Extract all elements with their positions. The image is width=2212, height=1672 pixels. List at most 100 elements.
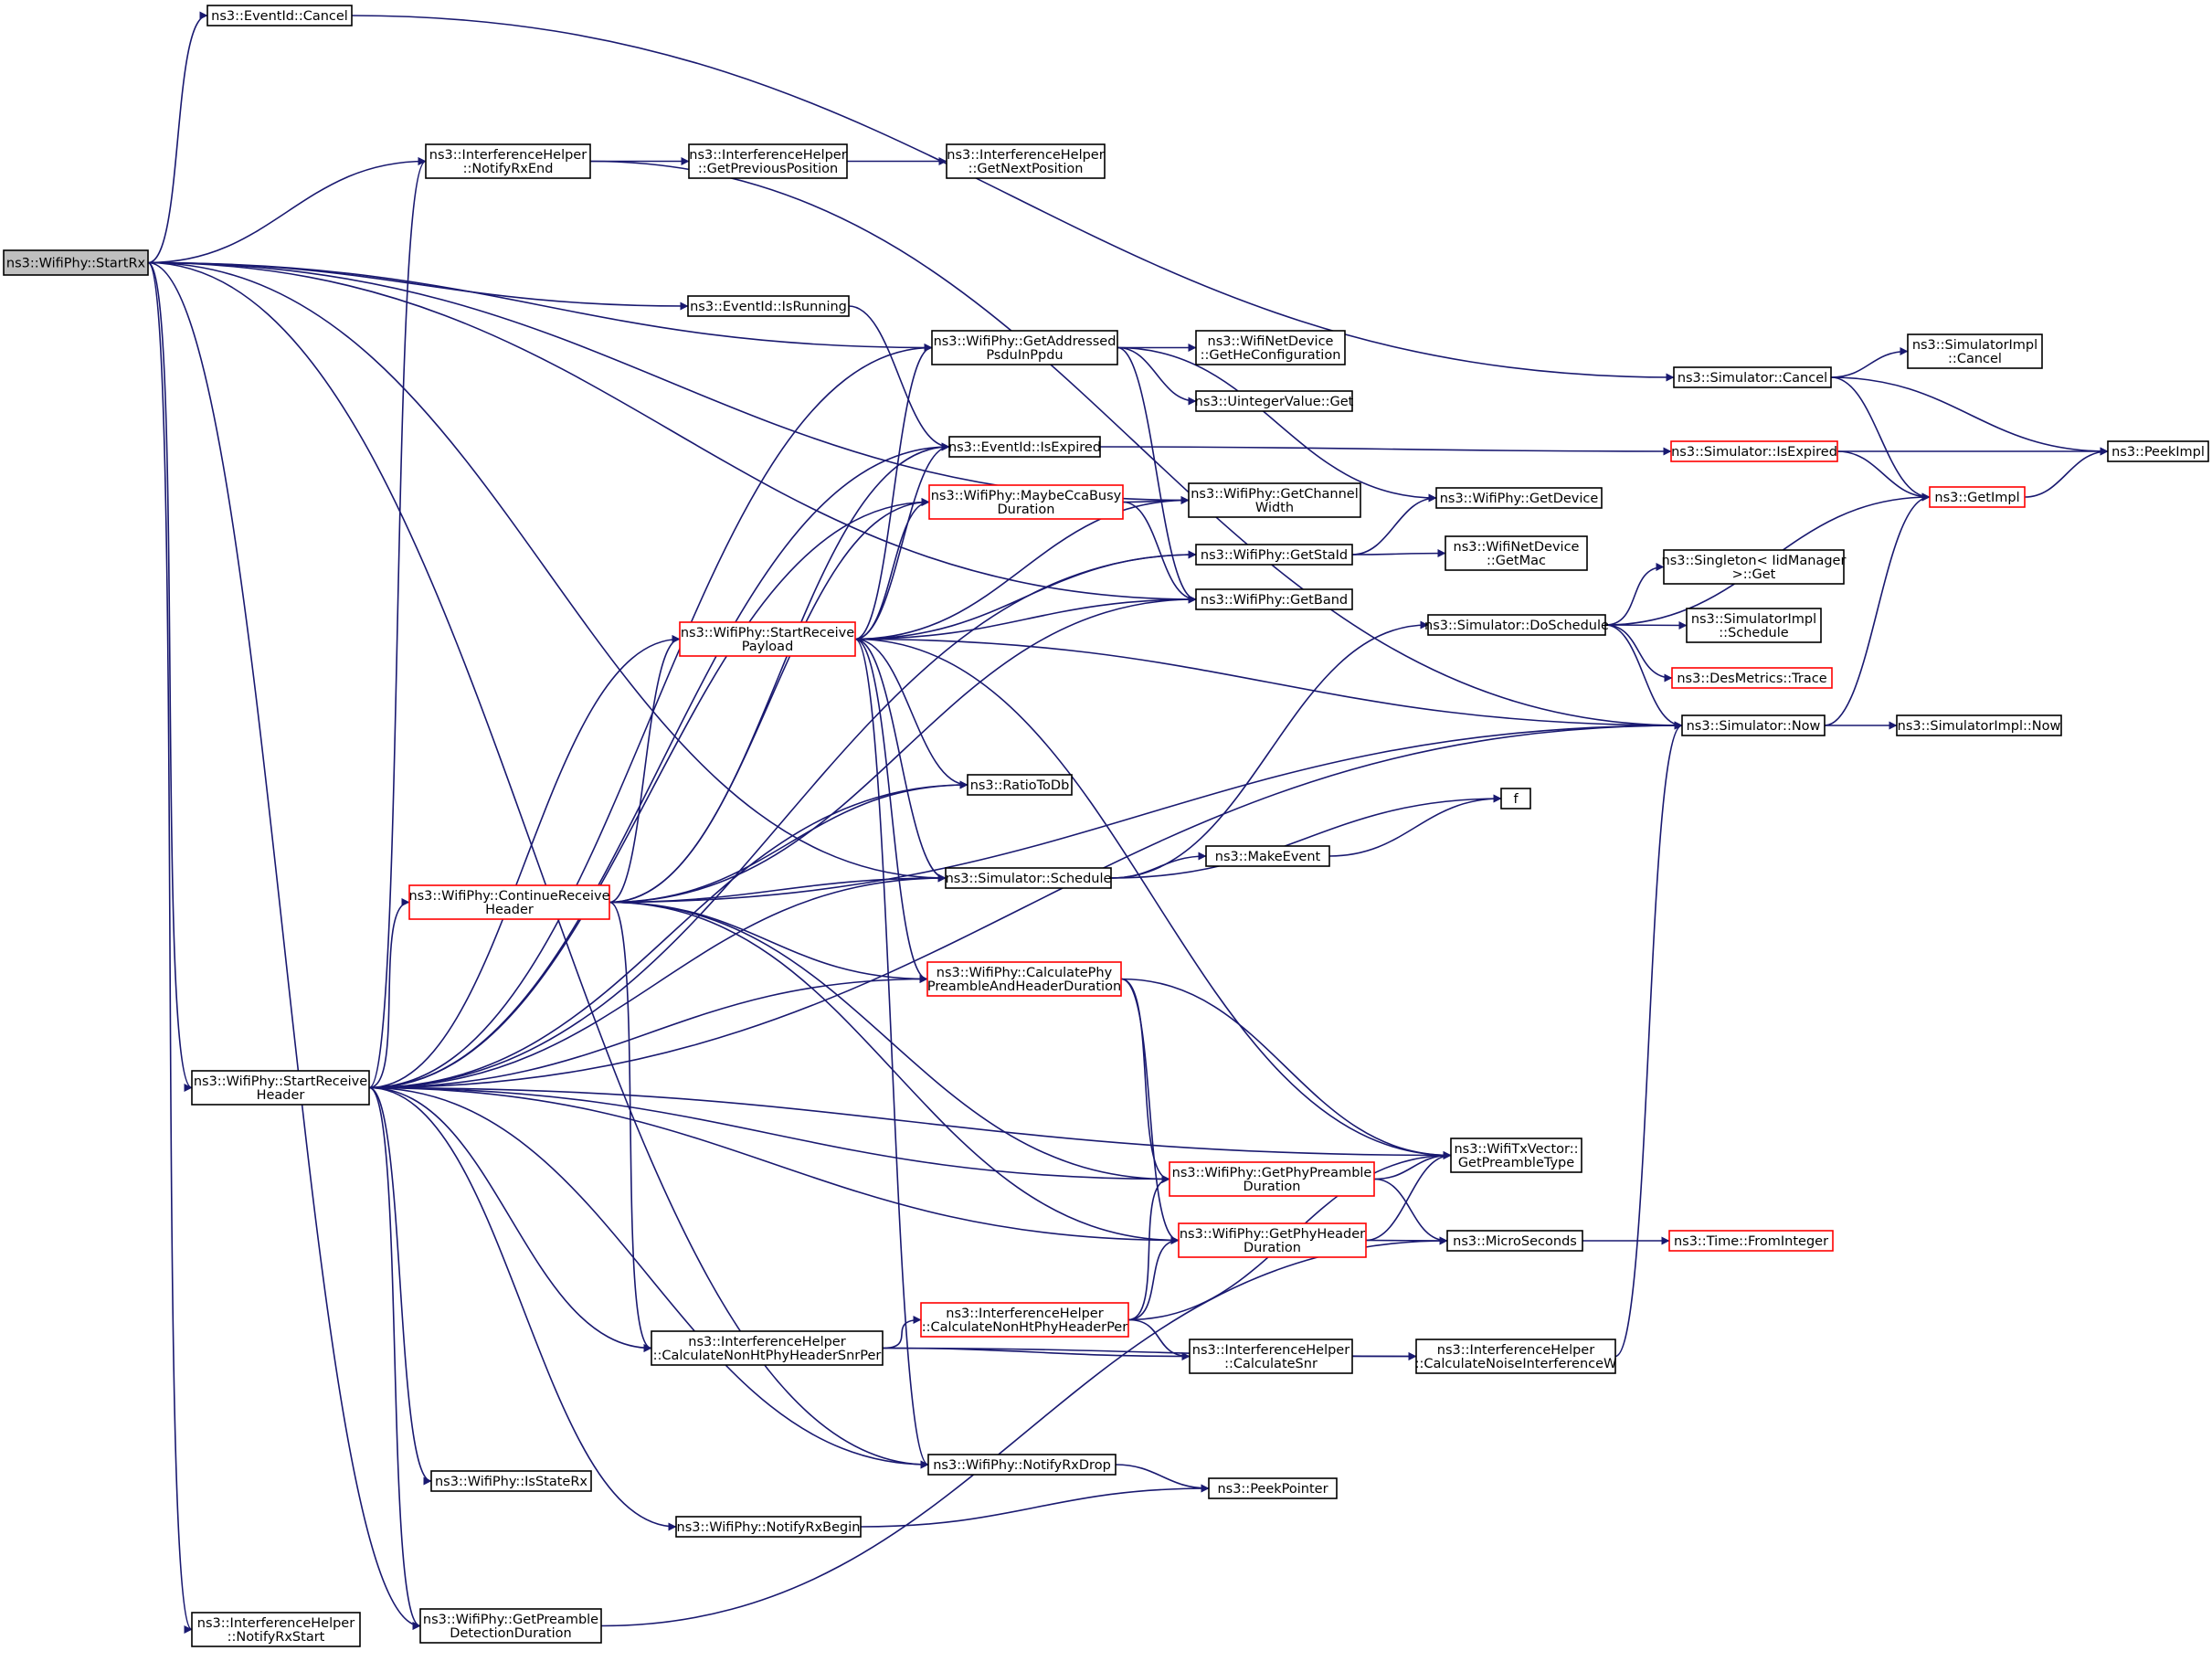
edge-getstaid-to-getmac: [1351, 549, 1446, 558]
node-simschedule[interactable]: ns3::Simulator::Schedule: [945, 867, 1112, 889]
node-getimpl[interactable]: ns3::GetImpl: [1929, 486, 2026, 508]
edge-startrx-to-notifyrxdrop: [147, 261, 929, 1469]
node-peekimpl[interactable]: ns3::PeekImpl: [2107, 440, 2209, 462]
edge-startrecvheader-to-isexpired: [368, 442, 950, 1089]
edge-startrx-to-notifyrxstart: [147, 261, 193, 1634]
node-box-getdevice: [1435, 487, 1603, 509]
node-box-evcancel: [206, 5, 353, 26]
node-box-f: [1500, 788, 1531, 810]
node-label-getpreambletype-0: ns3::WifiTxVector::: [1454, 1142, 1578, 1157]
node-getprevpos[interactable]: ns3::InterferenceHelper::GetPreviousPosi…: [688, 143, 848, 179]
node-label-getpreambletype-1: GetPreambleType: [1458, 1156, 1574, 1170]
node-calcnonhtper[interactable]: ns3::InterferenceHelper::CalculateNonHtP…: [920, 1302, 1129, 1338]
edge-simcancel-to-simimplcancel: [1830, 347, 1909, 378]
node-label-isexpired-0: ns3::EventId::IsExpired: [948, 440, 1101, 455]
node-label-getband-0: ns3::WifiPhy::GetBand: [1201, 593, 1348, 608]
node-box-uintget: [1195, 390, 1353, 412]
node-getdevice[interactable]: ns3::WifiPhy::GetDevice: [1435, 487, 1603, 509]
node-box-simimplcancel: [1907, 333, 2043, 369]
node-getpreambletype[interactable]: ns3::WifiTxVector::GetPreambleType: [1450, 1138, 1582, 1173]
edge-startrecvheader-to-ratiotodb: [368, 780, 968, 1089]
node-label-gethecfg-1: ::GetHeConfiguration: [1201, 348, 1341, 363]
edge-startrx-to-getband: [147, 261, 1197, 604]
node-simimplnow[interactable]: ns3::SimulatorImpl::Now: [1896, 714, 2062, 736]
edge-doschedule-to-desmetrics: [1604, 624, 1673, 683]
node-box-getaddressed: [931, 330, 1118, 365]
edge-contrecvheader-to-ratiotodb: [609, 780, 968, 904]
edge-startrecvpayload-to-getaddressed: [854, 344, 933, 640]
node-notifyrxend[interactable]: ns3::InterferenceHelper::NotifyRxEnd: [425, 143, 591, 179]
node-notifyrxdrop[interactable]: ns3::WifiPhy::NotifyRxDrop: [927, 1454, 1117, 1476]
node-f[interactable]: f: [1500, 788, 1531, 810]
edge-simnow-to-getimpl: [1824, 492, 1931, 726]
edge-contrecvheader-to-getband: [609, 595, 1197, 904]
node-doschedule[interactable]: ns3::Simulator::DoSchedule: [1424, 614, 1609, 636]
node-label-makeevent-0: ns3::MakeEvent: [1215, 850, 1321, 864]
edge-startrecvheader-to-getpreambledet: [368, 1086, 421, 1630]
edge-startrecvpayload-to-ratiotodb: [854, 638, 968, 789]
node-simimplcancel[interactable]: ns3::SimulatorImpl::Cancel: [1907, 333, 2043, 369]
node-getband[interactable]: ns3::WifiPhy::GetBand: [1195, 588, 1353, 610]
node-isexpired[interactable]: ns3::EventId::IsExpired: [948, 436, 1101, 458]
edge-getimpl-to-peekimpl: [2024, 447, 2109, 498]
node-calcsnr[interactable]: ns3::InterferenceHelper::CalculateSnr: [1189, 1339, 1353, 1374]
node-label-calcnonhtsnrper-1: ::CalculateNonHtPhyHeaderSnrPer: [653, 1349, 882, 1363]
node-singletonget[interactable]: ns3::Singleton< IidManager >::Get: [1662, 549, 1847, 585]
node-desmetrics[interactable]: ns3::DesMetrics::Trace: [1671, 667, 1833, 689]
node-isstaterx[interactable]: ns3::WifiPhy::IsStateRx: [430, 1470, 592, 1492]
node-box-simimplschedule: [1686, 608, 1822, 643]
node-calcnonhtsnrper[interactable]: ns3::InterferenceHelper::CalculateNonHtP…: [651, 1330, 884, 1366]
node-microseconds[interactable]: ns3::MicroSeconds: [1446, 1230, 1583, 1252]
node-getmac[interactable]: ns3::WifiNetDevice::GetMac: [1445, 535, 1588, 571]
edge-doschedule-to-singletonget: [1604, 563, 1665, 626]
node-ratiotodb[interactable]: ns3::RatioToDb: [967, 774, 1073, 796]
nodes-layer: ns3::WifiPhy::StartRx ns3::EventId::Cance…: [3, 5, 2209, 1647]
node-label-getstaid-0: ns3::WifiPhy::GetStaId: [1201, 548, 1348, 563]
node-label-contrecvheader-0: ns3::WifiPhy::ContinueReceive: [408, 889, 609, 904]
node-label-maybecca-1: Duration: [998, 503, 1055, 517]
node-label-getnextpos-1: ::GetNextPosition: [968, 162, 1084, 176]
node-calcnoise[interactable]: ns3::InterferenceHelper::CalculateNoiseI…: [1415, 1339, 1617, 1374]
node-gethecfg[interactable]: ns3::WifiNetDevice::GetHeConfiguration: [1195, 330, 1346, 365]
node-getpreambledet[interactable]: ns3::WifiPhy::GetPreambleDetectionDurati…: [419, 1608, 602, 1644]
node-makeevent[interactable]: ns3::MakeEvent: [1205, 845, 1330, 867]
node-box-microseconds: [1446, 1230, 1583, 1252]
node-box-simcancel: [1673, 366, 1832, 388]
node-getnextpos[interactable]: ns3::InterferenceHelper::GetNextPosition: [946, 143, 1106, 179]
node-label-notifyrxstart-0: ns3::InterferenceHelper: [197, 1616, 355, 1631]
edge-startrecvheader-to-getpreambletype: [368, 1086, 1452, 1159]
node-label-calcphypreamble-1: PreambleAndHeaderDuration: [927, 979, 1121, 994]
node-label-maybecca-0: ns3::WifiPhy::MaybeCcaBusy: [931, 489, 1122, 503]
node-box-ratiotodb: [967, 774, 1073, 796]
node-box-makeevent: [1205, 845, 1330, 867]
node-label-getprevpos-1: ::GetPreviousPosition: [698, 162, 838, 176]
node-simisexpired[interactable]: ns3::Simulator::IsExpired: [1670, 440, 1838, 462]
node-label-singletonget-0: ns3::Singleton< IidManager: [1662, 554, 1847, 568]
edge-calcphypreamble-to-getphyheader: [1120, 978, 1180, 1244]
node-startrx[interactable]: ns3::WifiPhy::StartRx: [3, 249, 149, 276]
node-simimplschedule[interactable]: ns3::SimulatorImpl::Schedule: [1686, 608, 1822, 643]
node-box-simimplnow: [1896, 714, 2062, 736]
node-calcphypreamble[interactable]: ns3::WifiPhy::CalculatePhyPreambleAndHea…: [926, 961, 1122, 997]
node-notifyrxbegin[interactable]: ns3::WifiPhy::NotifyRxBegin: [675, 1516, 862, 1538]
node-getstaid[interactable]: ns3::WifiPhy::GetStaId: [1195, 544, 1353, 566]
node-simnow[interactable]: ns3::Simulator::Now: [1681, 714, 1826, 736]
edge-startrecvheader-to-isstaterx: [368, 1086, 432, 1486]
node-label-doschedule-0: ns3::Simulator::DoSchedule: [1424, 619, 1609, 633]
node-peekpointer[interactable]: ns3::PeekPointer: [1208, 1477, 1338, 1499]
node-notifyrxstart[interactable]: ns3::InterferenceHelper::NotifyRxStart: [191, 1612, 361, 1647]
node-fromint[interactable]: ns3::Time::FromInteger: [1668, 1230, 1834, 1252]
edge-startrecvheader-to-getphyheader: [368, 1086, 1180, 1244]
node-evcancel[interactable]: ns3::EventId::Cancel: [206, 5, 353, 26]
node-uintget[interactable]: ns3::UintegerValue::Get: [1195, 390, 1354, 412]
node-isrunning[interactable]: ns3::EventId::IsRunning: [687, 295, 850, 317]
node-simcancel[interactable]: ns3::Simulator::Cancel: [1673, 366, 1832, 388]
